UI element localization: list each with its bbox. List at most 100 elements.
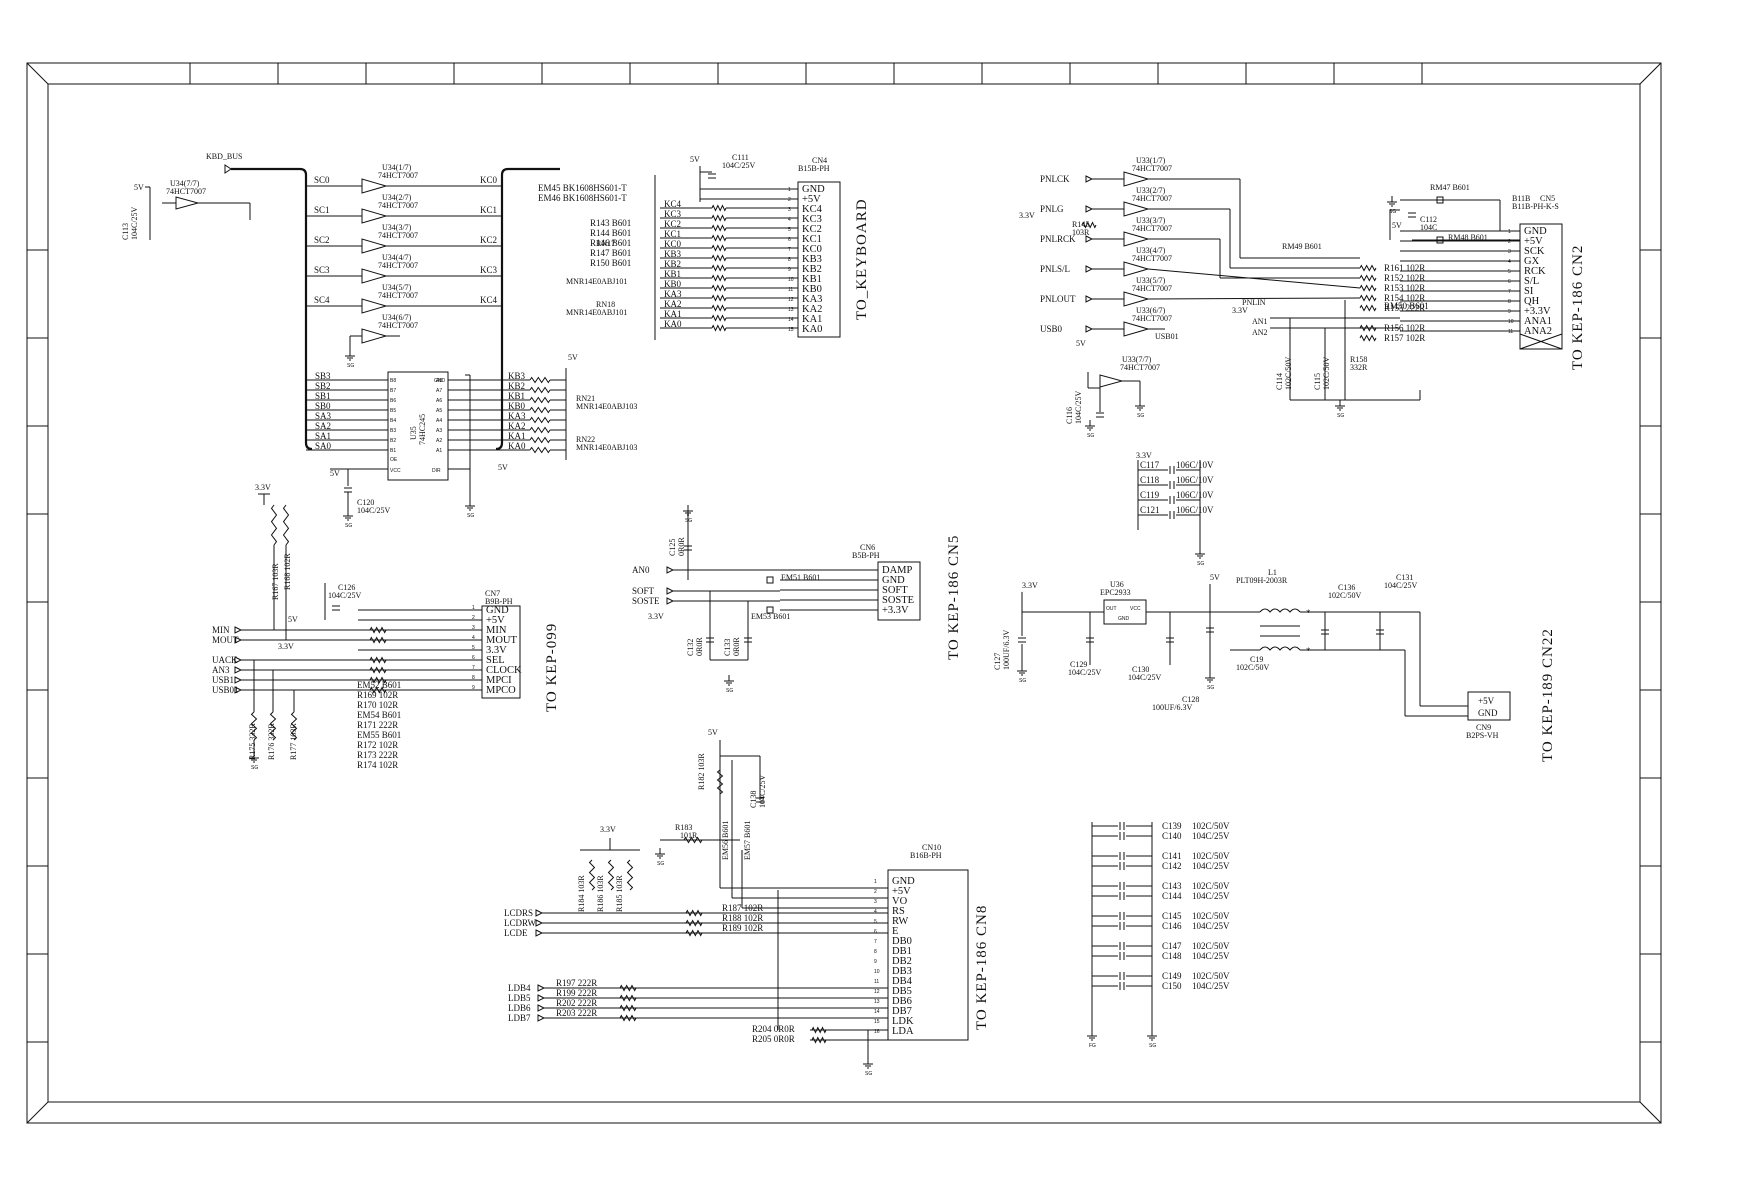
u36-pin-vcc: VCC [1130,606,1141,612]
cn10-body [887,869,969,1041]
cn2-pin-label: GND [1524,226,1547,237]
u33-ref: U33(5/7) [1136,276,1166,285]
pullup-resistor-icon [529,396,551,404]
cap-val: 104C/25V [1192,861,1230,871]
rn22-ref: RN22 [576,435,595,444]
cn6-input-label: AN0 [632,565,650,575]
cn6-input-label: SOFT [632,586,655,596]
bus-port-icon [224,164,232,174]
cn4-net-label: KA3 [664,289,682,299]
cn10-pin-label: DB2 [892,956,912,967]
cn10-pin-label: RS [892,906,905,917]
cn2-part-label: R161 102R [1384,263,1425,273]
buffer-icon [1123,171,1150,187]
cn4-pin-label: GND [802,184,825,195]
pin-number: 8 [874,949,877,955]
pin-number: 15 [788,327,794,333]
u33-part: 74HCT7007 [1132,164,1172,173]
kbd-bus: KBD_BUS [206,152,560,451]
series-resistor-icon [369,626,387,634]
bus-net-label: SB1 [315,391,331,401]
pullup-resistor-icon [529,426,551,434]
cn4-net-label: KC4 [664,199,682,209]
rm49-label: RM49 B601 [1282,242,1322,251]
u34-part: 74HCT7007 [378,171,418,180]
cn10-input-label: LDB7 [508,1013,531,1023]
port-icon [234,656,243,664]
cn7-pin-label: GND [486,605,509,616]
bus-net-label: SB2 [315,381,331,391]
u33-input-label: PNLS/L [1040,264,1070,274]
cn4-net-label: KB1 [664,269,681,279]
cn7-5v: 5V [288,615,298,624]
r204-label: R204 0R0R [752,1024,795,1034]
r158-ref: R158 [1350,355,1367,364]
pin-number: 11 [788,287,793,293]
pin-number: 7 [874,939,877,945]
cn4-net-label: KB0 [664,279,682,289]
pin-number: 1 [472,605,475,611]
pin-label: B7 [390,388,396,394]
cn2-header-ref: B11B [1512,194,1530,203]
c128-val: 100UF/6.3V [1152,703,1192,712]
ground-label: SG [1137,413,1144,419]
buffer-icon [1123,201,1150,217]
cap-val: 102C/50V [1192,911,1230,921]
pin-number: 2 [874,889,877,895]
pullup-resistor-icon [529,416,551,424]
pin-label: B6 [390,398,396,404]
ground-label: SG [347,363,354,369]
cap-val: 104C/25V [1192,921,1230,931]
c130-ref: C130 [1132,665,1149,674]
series-resistor-icon [619,984,637,992]
cn4-pin-label: KB1 [802,274,822,285]
u35-5v: 5V [330,469,340,478]
cap-val: 102C/50V [1192,821,1230,831]
pin-number: 1 [1508,229,1511,235]
kbd-bus-label: KBD_BUS [206,152,242,161]
series-resistor-icon [369,656,387,664]
bus-net-label: KA2 [508,421,526,431]
rn-5v: 5V [568,353,578,362]
pin-number: 7 [788,247,791,253]
bus-net-label: KA3 [508,411,526,421]
cn10-pin-label: LDA [892,1026,914,1037]
cn7-part: B9B-PH [485,597,513,606]
cn2-pin-label: +5V [1524,236,1543,247]
cn7-input-label: AN3 [212,665,230,675]
r175-label: R175 332R [248,723,257,760]
cn6-connector: C125 0R0R CN6 B5B-PH DAMPGNDSOFTSOSTE+3.… [632,505,962,694]
cn7-part-label: EM54 B601 [357,710,401,720]
cn7-part-label: R173 222R [357,750,398,760]
cn2-part: B11B-PH-K-S [1512,202,1559,211]
rn22-val: MNR14E0ABJ103 [576,443,637,452]
cn4-net-label: KC3 [664,209,682,219]
port-icon [666,566,675,574]
c130-val: 104C/25V [1128,673,1162,682]
c129-val: 104C/25V [1068,668,1102,677]
pin-label: B5 [390,408,396,414]
cap-val: 102C/50V [1192,971,1230,981]
pin-label: A8 [436,378,442,384]
cn10-part-label: R203 222R [556,1008,597,1018]
c114-val: 102C/50V [1284,356,1293,390]
decap-val: 106C/10V [1176,490,1214,500]
cn7-pin-label: MPCO [486,685,516,696]
cn4-part-label: R146 B601 [590,238,631,248]
pin-number: 3 [472,625,475,631]
cn2-part-label: R153 102R [1384,283,1425,293]
pin-number: 3 [874,899,877,905]
pin-number: 4 [874,909,877,915]
cn4-part-label: R147 B601 [590,248,631,258]
cn2-pin-label: S/L [1524,276,1539,287]
port-icon [1085,175,1094,183]
usb01-label: USB01 [1155,332,1179,341]
r184-label: R184 103R [577,875,586,912]
cn10-input-label: LDB5 [508,993,531,1003]
port-icon [537,1014,546,1022]
cn7-body [481,605,521,699]
cn10-pin-label: DB5 [892,986,912,997]
pulldown-resistor-icon [269,711,277,741]
r168-label: R168 102R [283,553,292,590]
c136-ref: C136 [1338,583,1355,592]
